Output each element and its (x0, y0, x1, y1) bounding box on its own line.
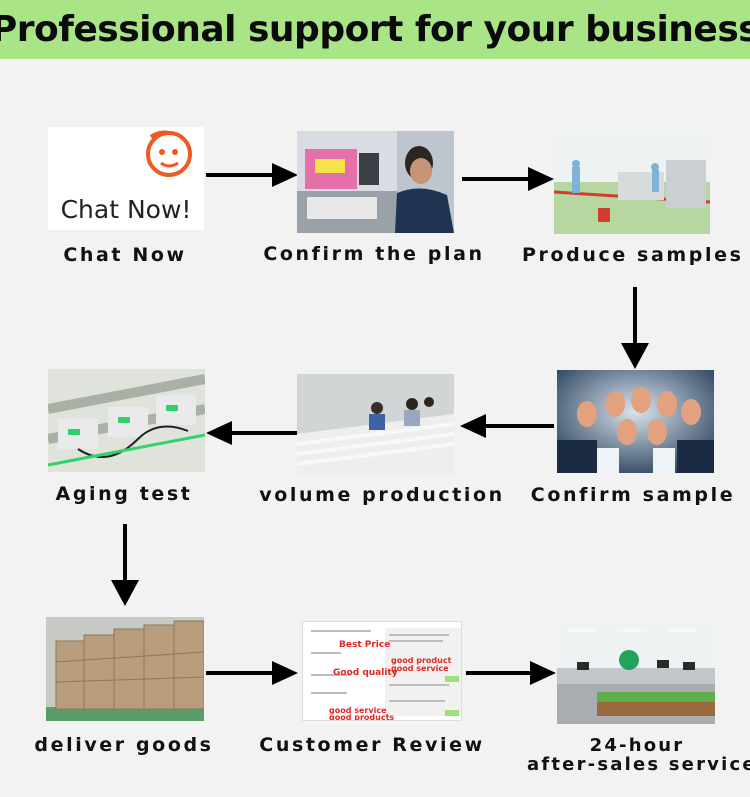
arrow-icon (462, 164, 554, 194)
arrow-icon (206, 658, 298, 688)
step-label: Chat Now (30, 244, 220, 266)
header-banner: Professional support for your business (0, 0, 750, 59)
arrow-icon (618, 287, 652, 369)
review-stamp: good service (391, 664, 449, 673)
step-label: Produce samples (522, 244, 742, 266)
review-stamp: Best Price (339, 640, 390, 650)
after-sales-photo (557, 622, 715, 724)
chat-now-card-text: Chat Now! (48, 195, 204, 224)
step-label-line: after-sales service (527, 755, 747, 774)
arrow-icon (206, 160, 298, 190)
aging-test-photo (48, 369, 205, 472)
review-stamp: Good quality (333, 668, 398, 678)
arrow-icon (206, 418, 298, 448)
page-title: Professional support for your business (0, 9, 750, 50)
step-label: Aging test (36, 483, 212, 505)
review-stamp: good products (329, 713, 394, 721)
arrow-icon (466, 658, 556, 688)
chat-now-card[interactable]: Chat Now! (48, 127, 204, 230)
step-label: 24-hour after-sales service (527, 736, 747, 774)
produce-samples-photo (554, 132, 710, 234)
customer-review-screenshot: Best Price Good quality good product goo… (302, 621, 462, 721)
volume-production-photo (297, 374, 454, 475)
chat-logo-icon (48, 127, 204, 197)
arrow-icon (108, 524, 142, 606)
step-label: deliver goods (26, 734, 222, 756)
step-label-line: 24-hour (527, 736, 747, 755)
step-label: Confirm sample (530, 484, 736, 506)
step-label: Customer Review (258, 734, 486, 756)
step-label: Confirm the plan (258, 243, 490, 265)
arrow-icon (460, 411, 554, 441)
confirm-sample-photo (557, 370, 714, 473)
step-label: volume production (258, 484, 506, 506)
deliver-goods-photo (46, 617, 204, 721)
confirm-plan-photo (297, 131, 454, 233)
